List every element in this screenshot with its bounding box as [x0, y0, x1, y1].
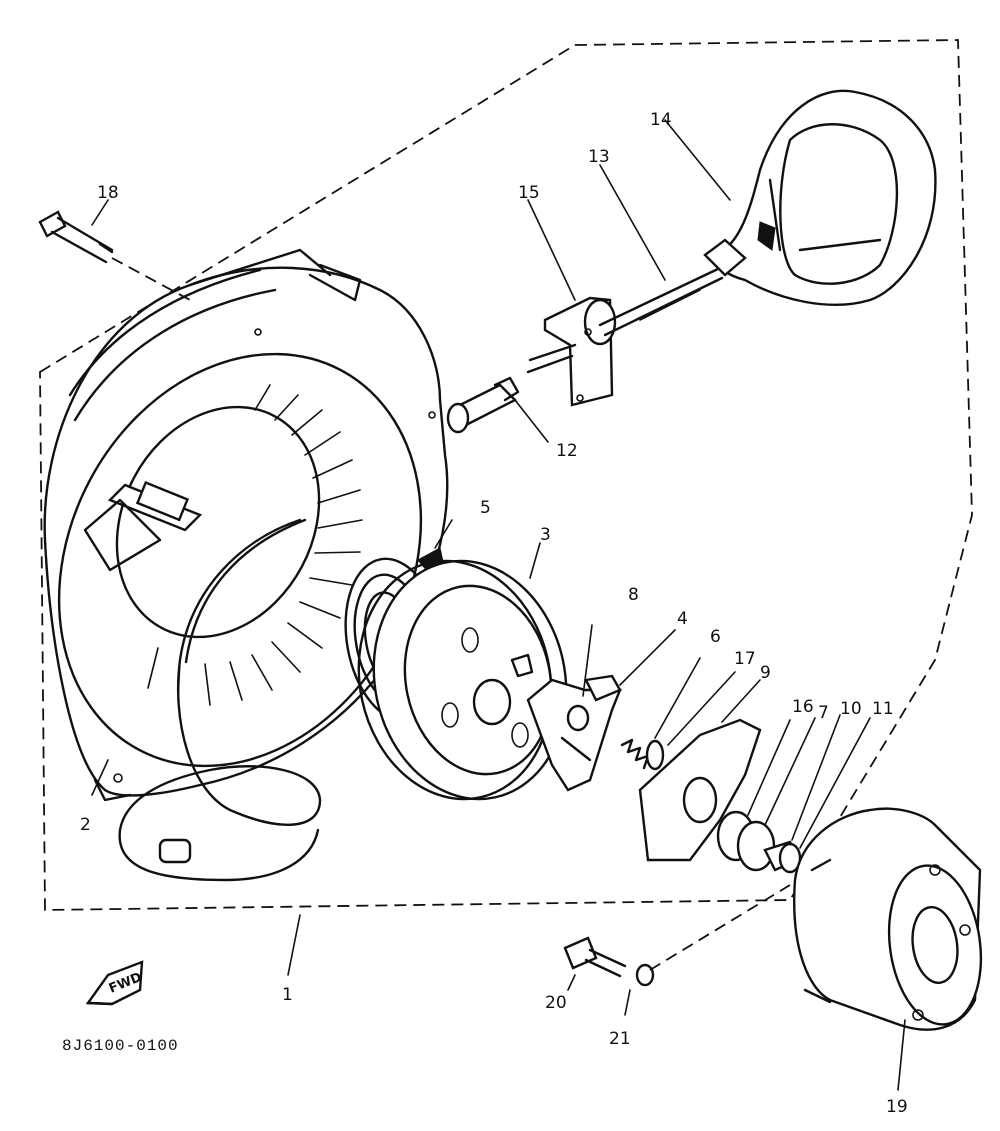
callout-18: 18 — [97, 183, 119, 203]
pawl-4 — [526, 624, 676, 792]
fan-housing — [43, 248, 449, 802]
rope-guide-12 — [446, 376, 549, 443]
callout-6: 6 — [710, 627, 721, 647]
callout-1: 1 — [282, 985, 293, 1005]
callout-15: 15 — [518, 183, 540, 203]
callout-21: 21 — [609, 1029, 631, 1049]
callout-2: 2 — [80, 815, 91, 835]
bolt-20 — [563, 936, 627, 991]
spring-6 — [620, 657, 736, 771]
callout-11: 11 — [872, 699, 894, 719]
starter-cup-19 — [793, 807, 983, 1091]
callout-19: 19 — [886, 1097, 908, 1117]
bracket-15 — [526, 296, 617, 407]
diagram-code: 8J6100-0100 — [62, 1037, 179, 1055]
callout-3: 3 — [540, 525, 551, 545]
friction-plate-9 — [638, 679, 762, 862]
callout-9: 9 — [760, 663, 771, 683]
callout-8: 8 — [628, 585, 639, 605]
assembly-boundary — [39, 39, 973, 911]
rope-13 — [598, 266, 724, 337]
callout-16: 16 — [792, 697, 814, 717]
callout-17: 17 — [734, 649, 756, 669]
forward-arrow-icon: FWD — [85, 960, 144, 1006]
callout-13: 13 — [588, 147, 610, 167]
callout-10: 10 — [840, 699, 862, 719]
bolt-18 — [38, 210, 191, 301]
rope-pulley-3 — [357, 542, 568, 801]
callout-14: 14 — [650, 110, 672, 130]
callout-5: 5 — [480, 498, 491, 518]
callout-12: 12 — [556, 441, 578, 461]
callout-20: 20 — [545, 993, 567, 1013]
starter-rope — [118, 518, 322, 882]
starter-handle-14 — [703, 89, 937, 306]
washer-21 — [624, 884, 791, 1016]
callout-4: 4 — [677, 609, 688, 629]
callout-7: 7 — [818, 703, 829, 723]
